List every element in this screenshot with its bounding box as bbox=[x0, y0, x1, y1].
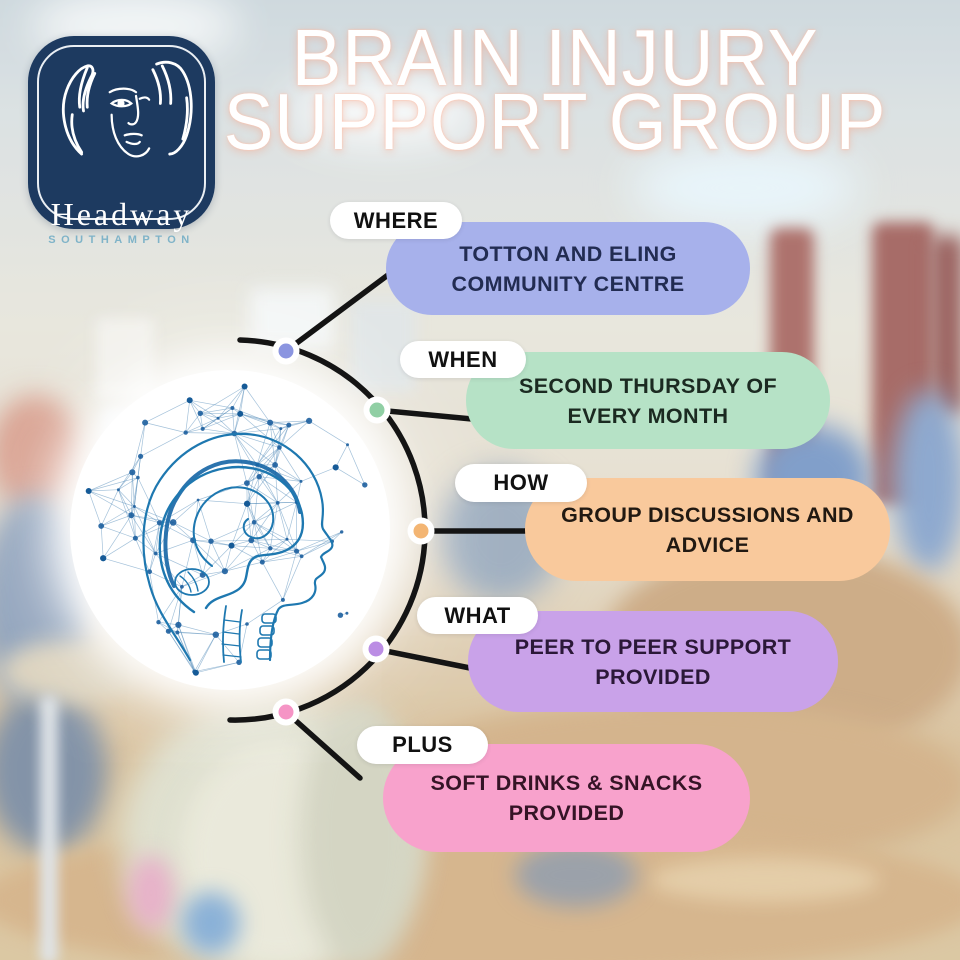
plus-dot bbox=[278, 704, 294, 720]
head-profile-drawing bbox=[142, 432, 334, 663]
logo-border bbox=[37, 45, 206, 220]
label-text: WHEN bbox=[428, 346, 498, 372]
brain-network-image bbox=[70, 370, 390, 690]
when-card: SECOND THURSDAY OF EVERY MONTH bbox=[466, 352, 830, 449]
when-label-pill: WHEN bbox=[400, 341, 526, 378]
card-line: COMMUNITY CENTRE bbox=[451, 271, 685, 296]
card-line: TOTTON AND ELING bbox=[459, 241, 677, 266]
card-line: PROVIDED bbox=[595, 664, 711, 689]
where-dot bbox=[278, 343, 294, 359]
how-label-pill: HOW bbox=[455, 464, 587, 502]
card-line: PEER TO PEER SUPPORT bbox=[514, 634, 792, 659]
connector-dots bbox=[272, 337, 435, 726]
when-dot bbox=[369, 402, 385, 418]
logo-brand-text: Headway bbox=[50, 196, 193, 232]
label-text: WHERE bbox=[353, 207, 439, 233]
plus-label-pill: PLUS bbox=[357, 726, 488, 764]
how-dot bbox=[413, 523, 429, 539]
brain-illustration bbox=[85, 383, 368, 676]
label-text: PLUS bbox=[392, 732, 453, 757]
face-in-hands-icon bbox=[62, 60, 193, 158]
title-line-1: BRAIN INJURY bbox=[291, 13, 819, 102]
card-line: EVERY MONTH bbox=[567, 403, 729, 428]
page-title: BRAIN INJURY SUPPORT GROUP bbox=[146, 13, 960, 166]
line-to-when bbox=[374, 407, 475, 422]
label-text: HOW bbox=[493, 470, 549, 495]
headway-logo: Headway SOUTHAMPTON bbox=[28, 36, 215, 246]
label-text: WHAT bbox=[444, 602, 511, 628]
card-line: SECOND THURSDAY OF bbox=[518, 373, 778, 398]
how-card: GROUP DISCUSSIONS AND ADVICE bbox=[525, 478, 890, 581]
card-line: ADVICE bbox=[665, 532, 750, 557]
card-line: GROUP DISCUSSIONS AND bbox=[561, 502, 854, 527]
line-to-what bbox=[373, 646, 473, 671]
card-line: PROVIDED bbox=[508, 801, 625, 825]
line-to-plus bbox=[283, 709, 363, 781]
title-line-2: SUPPORT GROUP bbox=[223, 77, 887, 166]
where-label-pill: WHERE bbox=[330, 202, 462, 239]
arc-line bbox=[227, 337, 428, 723]
what-dot bbox=[368, 641, 384, 657]
card-line: SOFT DRINKS & SNACKS bbox=[430, 771, 703, 795]
logo-subtitle-text: SOUTHAMPTON bbox=[48, 234, 195, 246]
line-to-where bbox=[283, 263, 403, 354]
what-label-pill: WHAT bbox=[417, 597, 538, 634]
